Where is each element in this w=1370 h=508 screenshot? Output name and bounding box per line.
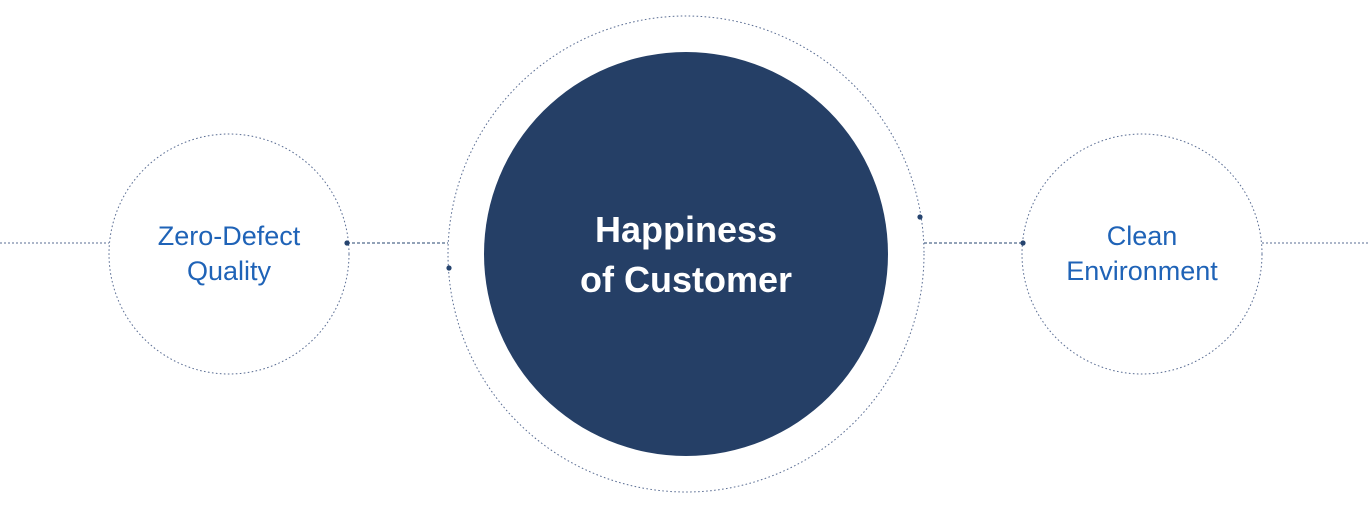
label-zero-defect-quality: Zero-Defect Quality (109, 134, 349, 374)
label-left-line1: Zero-Defect (157, 221, 301, 252)
label-left-line2: Quality (186, 256, 272, 286)
label-center-line1: Happiness (594, 209, 778, 251)
connector-dot-left (344, 240, 350, 246)
connector-dot-ring-left (446, 265, 452, 271)
center-outer-ring (447, 15, 925, 493)
center-circle (484, 52, 888, 456)
left-circle (108, 133, 350, 375)
connector-dot-right (1020, 240, 1026, 246)
label-right-line1: Clean (1106, 221, 1178, 252)
label-right-line2: Environment (1066, 256, 1218, 286)
connector-dot-ring-right (917, 214, 923, 220)
label-center-line2: of Customer (579, 259, 792, 300)
right-circle (1021, 133, 1263, 375)
label-clean-environment: Clean Environment (1022, 134, 1262, 374)
label-happiness-of-customer: Happiness of Customer (484, 53, 888, 457)
